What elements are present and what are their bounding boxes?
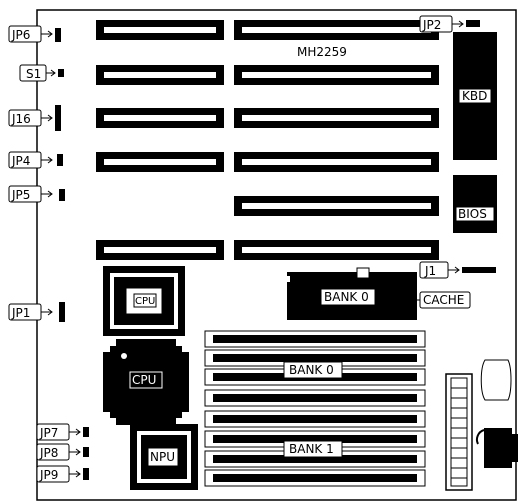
cpu-socket-label: CPU [135,296,155,307]
cache-bank: BANK 0 CACHE [286,267,471,320]
isa-slot-opening [104,115,216,121]
cpu-chip: CPU [103,339,189,425]
npu-socket: NPU [130,424,198,490]
isa-slot-opening [242,159,431,165]
battery [480,359,512,401]
isa-slot-opening [104,247,216,253]
board-model-label: MH2259 [297,45,347,59]
jumper-j16: J16 [8,105,61,131]
jumper-jp4: JP4 [8,151,63,169]
cpu-label: CPU [132,373,156,387]
isa-slots-right [234,20,439,260]
j1-label: J1 [424,264,436,278]
npu-label: NPU [150,450,175,464]
isa-slot-opening [242,72,431,78]
isa-slot-opening [242,203,431,209]
jp5-label: JP5 [11,188,30,202]
switch-s1: S1 [19,64,64,82]
jumper-jp1: JP1 [8,302,65,322]
jumper-jp6: JP6 [8,25,61,43]
jumper-jp8: JP8 [36,443,89,461]
jp9-label: JP9 [39,468,58,482]
cpu-socket: CPU [103,266,185,336]
simm-bank0-label: BANK 0 [289,363,334,377]
jp4-label: JP4 [11,154,30,168]
simm-bank1-label: BANK 1 [289,442,334,456]
isa-slots-left [96,20,224,260]
kbd-label-box [458,88,492,104]
bios-label: BIOS [458,207,487,221]
jumper-j1: J1 [419,261,496,279]
cache-label: CACHE [423,293,464,307]
jp8-label: JP8 [39,446,58,460]
simm-bank-0: BANK 0 [204,330,426,407]
isa-slot-opening [242,247,431,253]
cache-bank-label: BANK 0 [324,290,369,304]
jumper-jp7: JP7 [36,423,89,441]
isa-slot-opening [242,115,431,121]
bios-chip [453,175,497,233]
simm-bank-1: BANK 1 [204,410,426,487]
jp7-label: JP7 [39,426,58,440]
isa-slot-opening [104,72,216,78]
isa-slot-opening [242,27,431,33]
jumper-jp9: JP9 [36,465,89,483]
jp2-label: JP2 [422,18,441,32]
kbd-label: KBD [462,89,487,103]
isa-slot-opening [104,159,216,165]
j16-label: J16 [11,112,31,126]
jumper-jp5: JP5 [8,185,65,203]
isa-slot-opening [104,27,216,33]
jp1-label: JP1 [11,306,30,320]
jp6-label: JP6 [11,28,30,42]
keyboard-connector [475,428,518,468]
power-connector [445,373,473,491]
board-outline [36,9,517,501]
bios-label-box [455,206,495,222]
s1-label: S1 [26,67,41,81]
jumper-jp2: JP2 [419,15,480,33]
